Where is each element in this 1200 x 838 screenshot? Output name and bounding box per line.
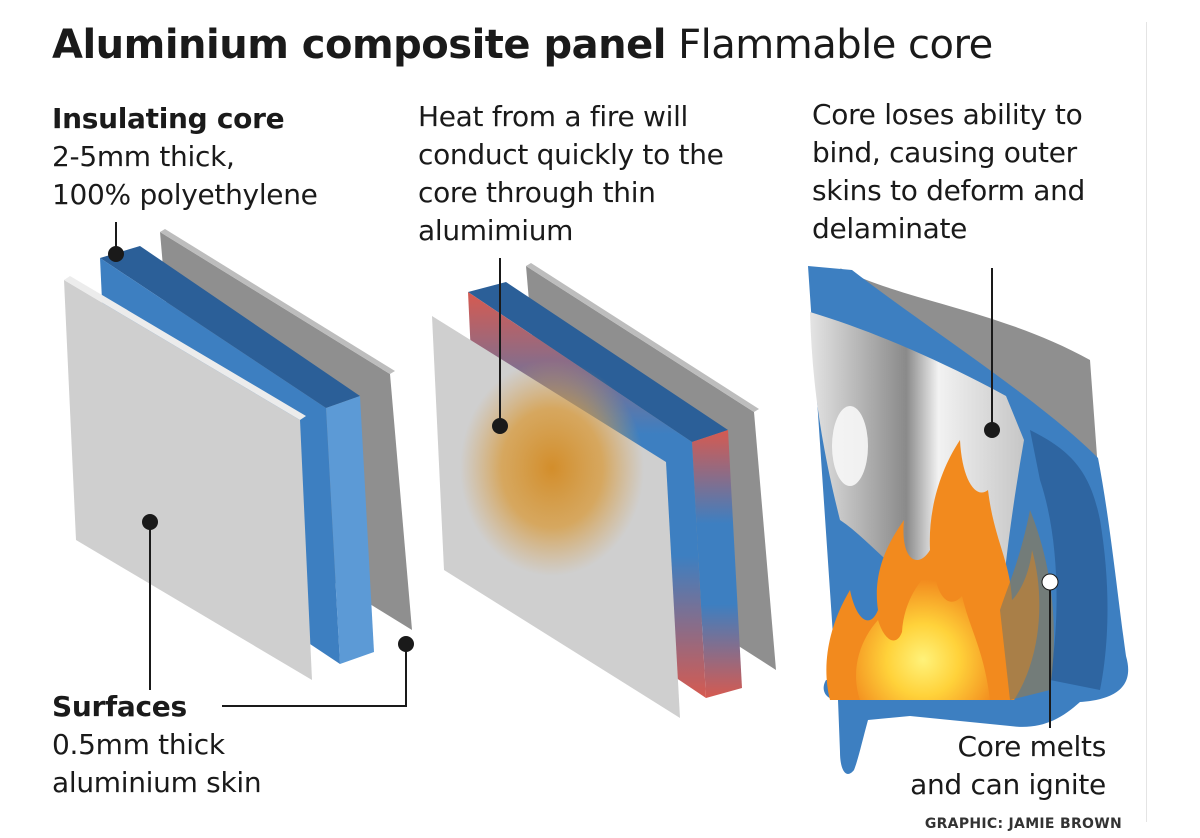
panel1-surface-dot bbox=[142, 514, 158, 530]
right-border-line bbox=[1146, 22, 1147, 822]
delaminate-line-4: delaminate bbox=[812, 212, 968, 245]
graphic-credit: GRAPHIC: JAMIE BROWN bbox=[924, 816, 1122, 832]
title-light: Flammable core bbox=[678, 22, 993, 68]
heat-line-1: Heat from a fire will bbox=[418, 100, 689, 133]
insulating-core-line-1: 2-5mm thick, bbox=[52, 140, 235, 173]
panel2-core bbox=[692, 430, 742, 698]
diagram-title: Aluminium composite panel Flammable core bbox=[52, 22, 993, 68]
surfaces-line-2: aluminium skin bbox=[52, 766, 262, 799]
panel1-back-dot bbox=[398, 636, 414, 652]
flame-inner bbox=[856, 566, 990, 700]
panel1-core bbox=[326, 396, 374, 664]
panel2-stack bbox=[432, 263, 776, 718]
heat-spot bbox=[460, 360, 644, 576]
surfaces-line-1: 0.5mm thick bbox=[52, 728, 225, 761]
core-melts-label: Core melts and can ignite bbox=[910, 728, 1106, 804]
delaminate-line-2: bind, causing outer bbox=[812, 136, 1077, 169]
fire bbox=[826, 440, 1054, 700]
panel1-stack bbox=[64, 229, 412, 680]
insulating-core-line-2: 100% polyethylene bbox=[52, 178, 318, 211]
panel2-leader bbox=[492, 258, 508, 434]
heat-line-3: core through thin bbox=[418, 176, 656, 209]
core-melts-line-1: Core melts bbox=[957, 730, 1106, 763]
insulating-core-heading: Insulating core bbox=[52, 102, 285, 135]
panel1-core-dot bbox=[108, 246, 124, 262]
delaminate-line-3: skins to deform and bbox=[812, 174, 1085, 207]
panel3-leaders bbox=[984, 268, 1059, 728]
surfaces-label: Surfaces 0.5mm thick aluminium skin bbox=[52, 688, 262, 802]
delaminate-line-1: Core loses ability to bbox=[812, 98, 1083, 131]
surfaces-heading: Surfaces bbox=[52, 690, 187, 723]
core-melts-line-2: and can ignite bbox=[910, 768, 1106, 801]
heat-conduct-label: Heat from a fire will conduct quickly to… bbox=[418, 98, 724, 250]
panel1-core-side bbox=[100, 246, 360, 408]
insulating-core-label: Insulating core 2-5mm thick, 100% polyet… bbox=[52, 100, 318, 214]
heat-line-4: alumimium bbox=[418, 214, 574, 247]
title-bold: Aluminium composite panel bbox=[52, 22, 666, 68]
delaminate-label: Core loses ability to bind, causing oute… bbox=[812, 96, 1085, 248]
panel1-front-skin bbox=[64, 280, 312, 680]
heat-line-2: conduct quickly to the bbox=[418, 138, 724, 171]
